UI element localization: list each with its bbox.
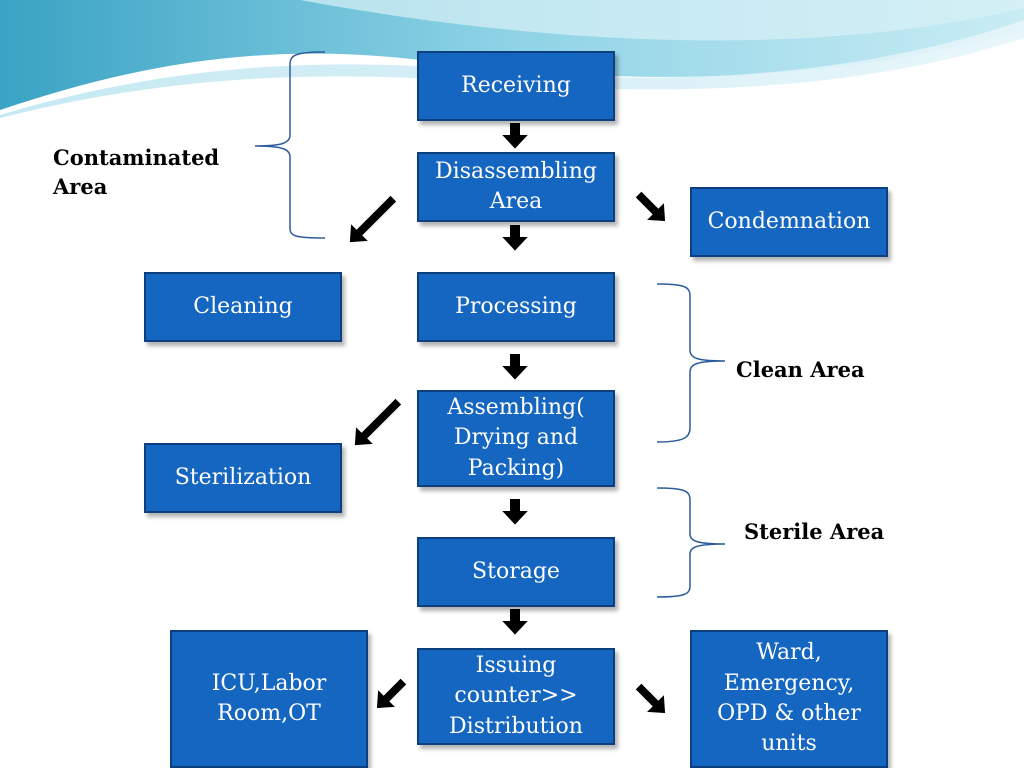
disassembling-label: Disassembling Area <box>435 158 597 214</box>
arrow-assembling-to-sterilization <box>352 396 404 448</box>
cleaning-label: Cleaning <box>193 293 293 319</box>
processing-label: Processing <box>455 293 577 319</box>
issuing-box: Issuing counter>> Distribution <box>417 648 615 745</box>
sterile-area-label: Sterile Area <box>744 519 885 544</box>
cleaning-box: Cleaning <box>144 272 342 342</box>
condemnation-label: Condemnation <box>707 208 871 234</box>
clean-area-label: Clean Area <box>736 357 865 382</box>
issuing-label: Issuing counter>> Distribution <box>449 652 583 739</box>
icu-label: ICU,Labor Room,OT <box>211 670 327 726</box>
sterile-brace <box>656 487 726 598</box>
contaminated-brace <box>254 51 326 239</box>
storage-label: Storage <box>472 558 560 584</box>
contaminated-area-label: Contaminated Area <box>53 145 220 200</box>
receiving-label: Receiving <box>461 72 571 98</box>
storage-box: Storage <box>417 537 615 607</box>
assembling-box: Assembling( Drying and Packing) <box>417 390 615 487</box>
disassembling-box: Disassembling Area <box>417 152 615 222</box>
arrow-issuing-to-icu <box>374 675 410 711</box>
processing-box: Processing <box>417 272 615 342</box>
sterilization-label: Sterilization <box>174 464 312 490</box>
condemnation-box: Condemnation <box>690 187 888 257</box>
ward-label: Ward, Emergency, OPD & other units <box>717 640 861 757</box>
arrow-disassembling-to-condemnation <box>632 188 668 224</box>
clean-brace <box>656 283 726 443</box>
sterilization-box: Sterilization <box>144 443 342 513</box>
arrow-issuing-to-ward <box>632 680 668 716</box>
icu-box: ICU,Labor Room,OT <box>170 630 368 768</box>
receiving-box: Receiving <box>417 51 615 121</box>
arrow-disassembling-to-cleaning <box>347 193 399 245</box>
ward-box: Ward, Emergency, OPD & other units <box>690 630 888 768</box>
assembling-label: Assembling( Drying and Packing) <box>447 394 585 481</box>
